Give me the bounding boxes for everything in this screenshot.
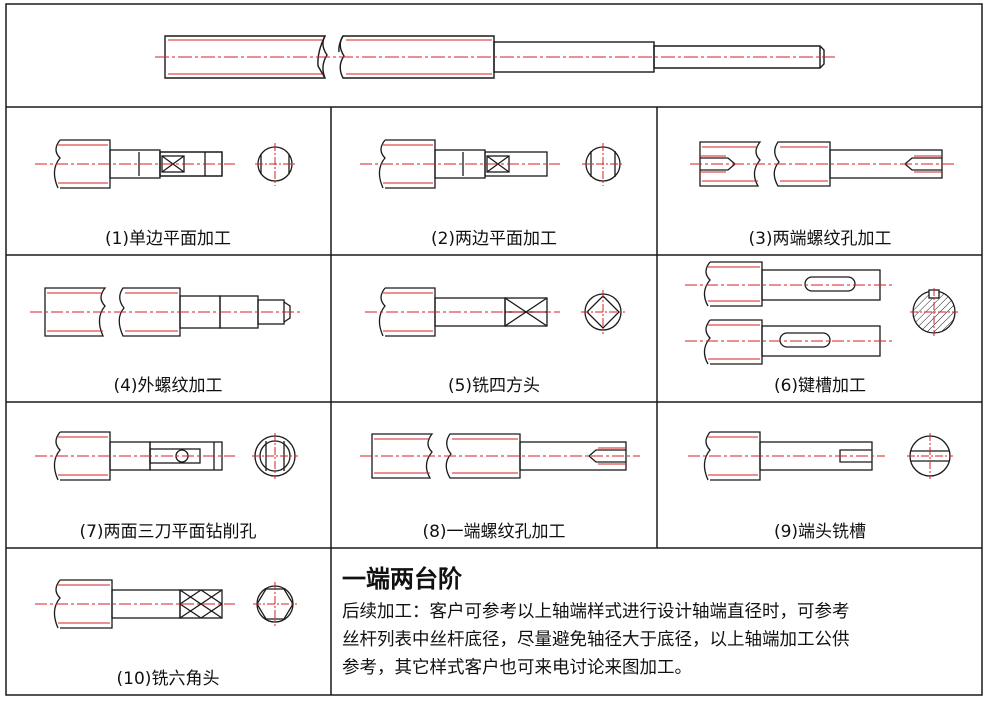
caption-6: (6)键槽加工 xyxy=(773,376,867,396)
summary-body: 后续加工：客户可参考以上轴端样式进行设计轴端直径时，可参考 丝杆列表中丝杆底径，… xyxy=(342,598,982,682)
summary-title: 一端两台阶 xyxy=(342,565,462,593)
cell-7-drawing xyxy=(35,431,298,481)
caption-9: (9)端头铣槽 xyxy=(773,522,867,542)
cell-5-drawing xyxy=(365,287,625,337)
cell-10-drawing xyxy=(35,579,297,629)
caption-5: (5)铣四方头 xyxy=(447,376,541,396)
caption-4: (4)外螺纹加工 xyxy=(113,376,223,396)
cell-9-drawing xyxy=(688,431,953,481)
cell-3-drawing xyxy=(690,141,955,187)
caption-7: (7)两面三刀平面钻削孔 xyxy=(79,522,257,542)
summary-line: 后续加工：客户可参考以上轴端样式进行设计轴端直径时，可参考 xyxy=(342,602,850,622)
cell-6-drawing xyxy=(685,261,958,365)
full-shaft-drawing xyxy=(155,35,835,79)
caption-10: (10)铣六角头 xyxy=(116,669,220,689)
caption-1: (1)单边平面加工 xyxy=(104,229,232,249)
cell-1-drawing xyxy=(35,139,296,189)
summary-line: 丝杆列表中丝杆底径，尽量避免轴径大于底径，以上轴端加工公供 xyxy=(342,630,850,650)
cell-4-drawing xyxy=(30,287,300,337)
caption-3: (3)两端螺纹孔加工 xyxy=(748,229,892,249)
summary-line: 参考，其它样式客户也可来电讨论来图加工。 xyxy=(342,658,692,678)
cell-8-drawing xyxy=(360,433,640,479)
caption-8: (8)一端螺纹孔加工 xyxy=(422,522,566,542)
cell-2-drawing xyxy=(360,139,624,189)
table-grid xyxy=(5,3,983,696)
caption-2: (2)两边平面加工 xyxy=(430,229,558,249)
